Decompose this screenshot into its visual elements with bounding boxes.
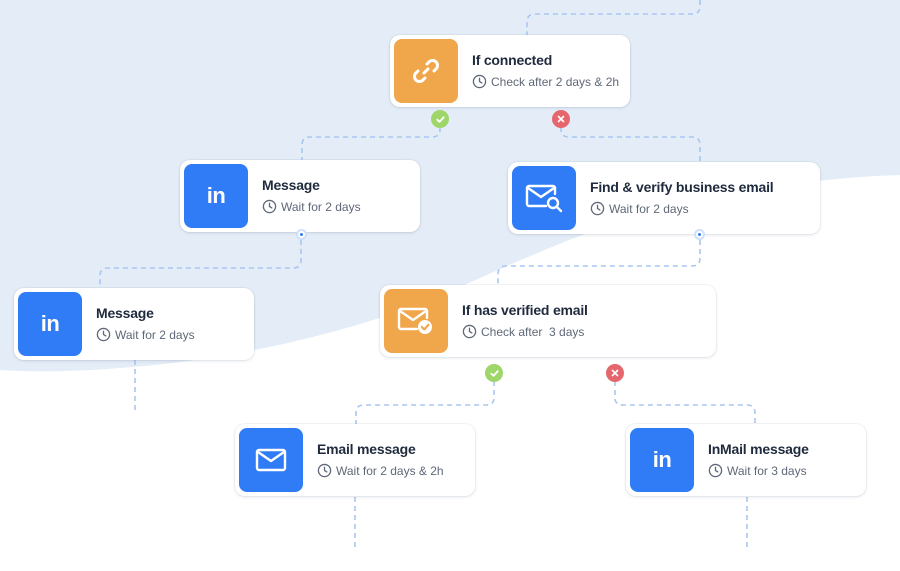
node-wait-text: Wait for 2 days <box>115 327 195 342</box>
no-branch-cross-icon <box>552 110 570 128</box>
yes-branch-check-icon <box>485 364 503 382</box>
node-output-port[interactable] <box>694 229 705 240</box>
clock-icon <box>317 463 332 478</box>
node-subtitle: Wait for 3 days <box>708 463 807 478</box>
node-subtitle: Wait for 2 days <box>262 199 361 214</box>
node-title: Find & verify business email <box>590 179 774 195</box>
node-message-2[interactable]: in Message Wait for 2 days <box>14 288 254 360</box>
node-wait-text: Check after 2 days & 2h <box>491 74 620 89</box>
no-branch-cross-icon <box>606 364 624 382</box>
connector-find-ifverified <box>497 240 701 286</box>
linkedin-icon: in <box>630 428 694 492</box>
node-wait-text: Check after 3 days <box>481 324 585 339</box>
node-if-connected[interactable]: If connected Check after 2 days & 2h <box>390 35 630 107</box>
linkedin-icon: in <box>18 292 82 356</box>
linkedin-icon: in <box>184 164 248 228</box>
email-verified-icon <box>384 289 448 353</box>
node-subtitle: Wait for 2 days <box>96 327 195 342</box>
linkedin-logo-text: in <box>206 183 226 208</box>
node-title: Message <box>262 177 320 193</box>
clock-icon <box>96 327 111 342</box>
clock-icon <box>262 199 277 214</box>
node-title: InMail message <box>708 441 809 457</box>
node-find-verify-email[interactable]: Find & verify business email Wait for 2 … <box>508 162 820 234</box>
node-wait-text: Wait for 3 days <box>727 463 807 478</box>
node-wait-text: Wait for 2 days & 2h <box>336 463 444 478</box>
clock-icon <box>462 324 477 339</box>
connector-msg1-msg2 <box>99 240 302 290</box>
node-subtitle: Wait for 2 days <box>590 201 689 216</box>
node-subtitle: Wait for 2 days & 2h <box>317 463 444 478</box>
clock-icon <box>590 201 605 216</box>
node-subtitle: Check after 3 days <box>462 324 584 339</box>
linkedin-logo-text: in <box>40 311 60 336</box>
node-inmail-message[interactable]: in InMail message Wait for 3 days <box>626 424 866 496</box>
node-wait-text: Wait for 2 days <box>609 201 689 216</box>
node-title: Message <box>96 305 154 321</box>
node-if-verified-email[interactable]: If has verified email Check after 3 days <box>380 285 716 357</box>
link-icon <box>394 39 458 103</box>
clock-icon <box>708 463 723 478</box>
linkedin-logo-text: in <box>652 447 672 472</box>
node-title: If connected <box>472 52 553 68</box>
email-search-icon <box>512 166 576 230</box>
connector-no-2 <box>614 372 756 424</box>
connector-no-1 <box>560 118 701 162</box>
yes-branch-check-icon <box>431 110 449 128</box>
node-title: If has verified email <box>462 302 588 318</box>
connector-yes-1 <box>301 118 441 160</box>
node-message-1[interactable]: in Message Wait for 2 days <box>180 160 420 232</box>
clock-icon <box>472 74 487 89</box>
node-output-port[interactable] <box>296 229 307 240</box>
connector-top <box>526 0 701 36</box>
node-title: Email message <box>317 441 416 457</box>
node-subtitle: Check after 2 days & 2h <box>472 74 619 89</box>
connector-yes-2 <box>355 372 495 424</box>
node-wait-text: Wait for 2 days <box>281 199 361 214</box>
node-email-message[interactable]: Email message Wait for 2 days & 2h <box>235 424 475 496</box>
envelope-icon <box>239 428 303 492</box>
